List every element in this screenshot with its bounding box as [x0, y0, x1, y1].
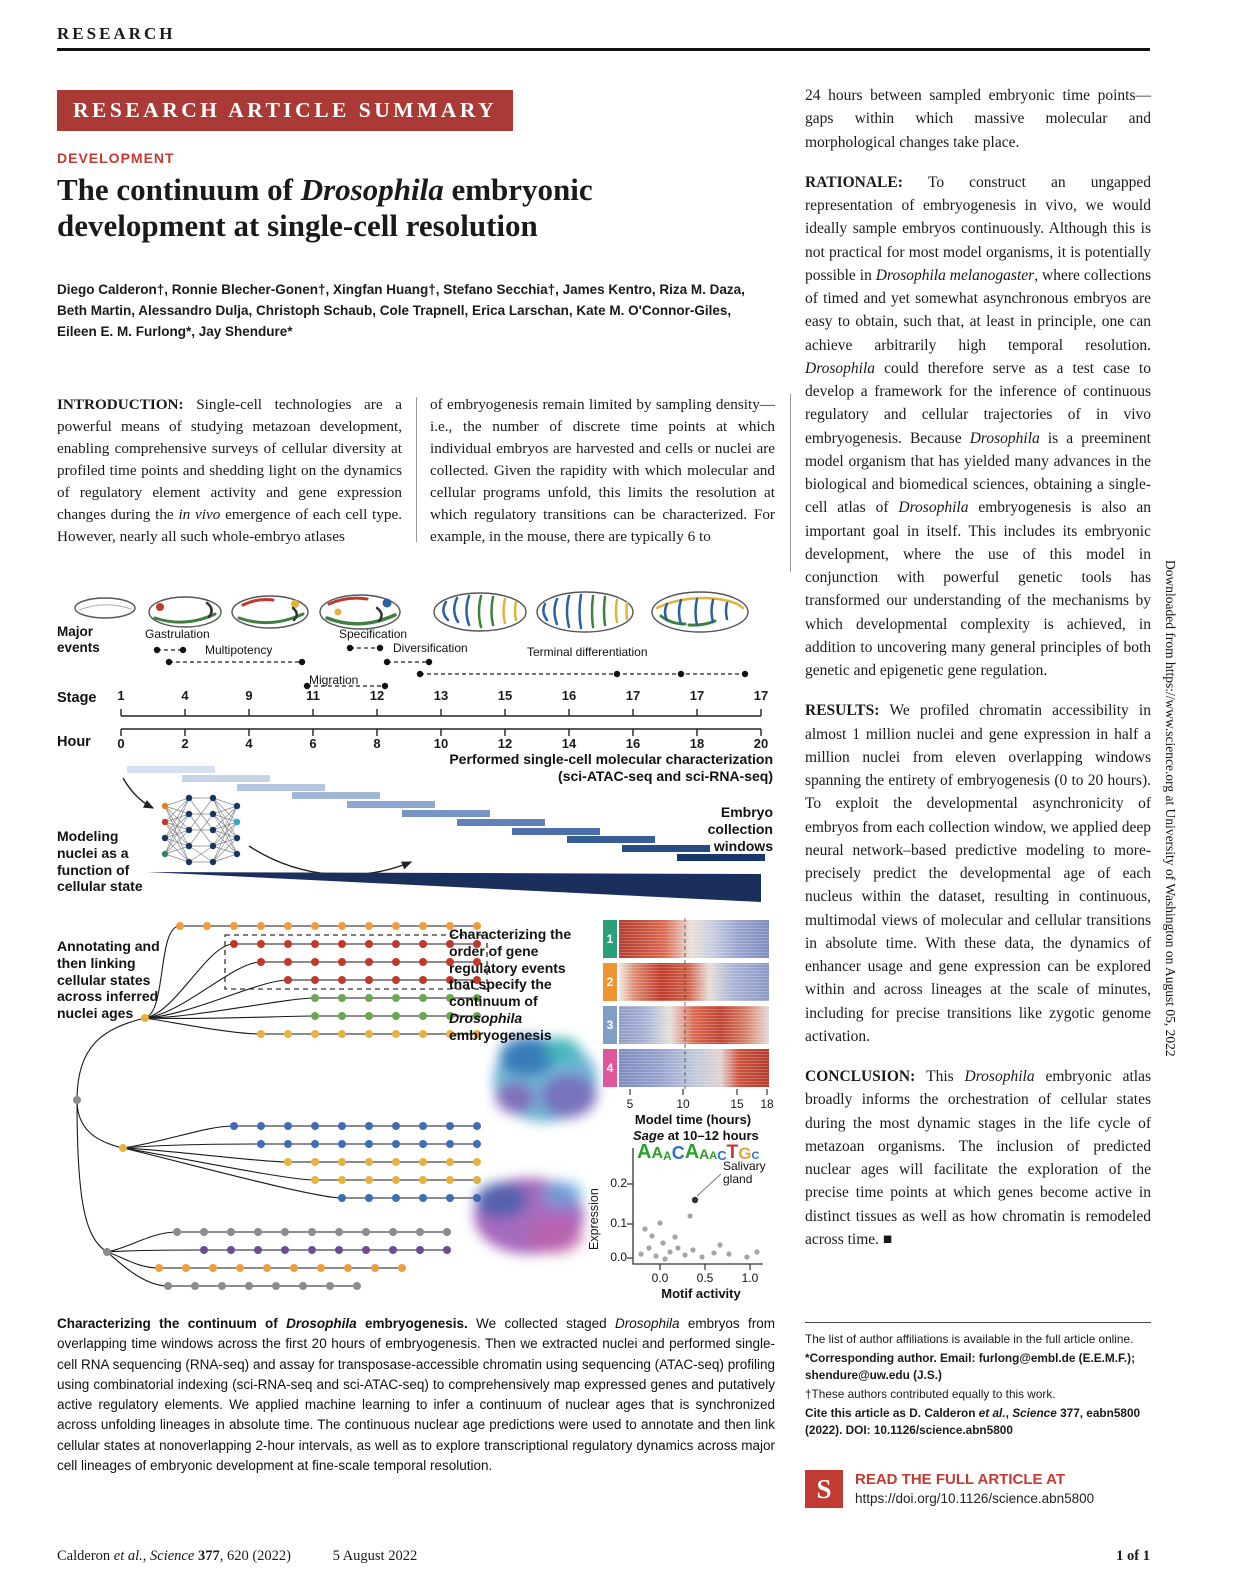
scatter-ytick-02: 0.2 [610, 1176, 627, 1190]
left-column: RESEARCH ARTICLE SUMMARY DEVELOPMENT The… [57, 78, 775, 1548]
affiliations-note: The list of author affiliations is avail… [805, 1332, 1134, 1346]
downloaded-notice: Downloaded from https://www.science.org … [1163, 560, 1178, 1057]
page-footer: Calderon et al., Science 377, 620 (2022)… [57, 1548, 1150, 1565]
author-list: Diego Calderon†, Ronnie Blecher-Gonen†, … [57, 282, 745, 339]
scatter-xtick-00: 0.0 [651, 1271, 669, 1285]
collection-windows-label: Embryo collection windows [707, 804, 773, 854]
lineage-tree [73, 922, 488, 1290]
corresponding-author-note: *Corresponding author. Email: furlong@em… [805, 1351, 1136, 1383]
footer-citation-text: Calderon et al., Science 377, 620 (2022) [57, 1548, 291, 1564]
annotating-label: Annotating and then linking cellular sta… [57, 938, 160, 1022]
article-title: The continuum of Drosophila embryonic de… [57, 172, 593, 243]
article-type-banner: RESEARCH ARTICLE SUMMARY [57, 90, 514, 131]
page-number: 1 of 1 [1116, 1548, 1150, 1564]
major-events-label: Major events [57, 624, 100, 656]
event-diversification: Diversification [393, 641, 468, 655]
event-terminal-differentiation: Terminal differentiation [527, 645, 648, 659]
events-timeline [153, 644, 749, 690]
scatter-xtick-10: 1.0 [741, 1271, 759, 1285]
figure-illustration [73, 591, 769, 1308]
heatmap-xtick-10: 10 [676, 1097, 690, 1111]
heatmap-xaxis-label: Model time (hours) [634, 1112, 752, 1127]
intro-columns: INTRODUCTION: Single-cell technologies a… [57, 394, 775, 548]
event-gastrulation: Gastrulation [145, 627, 210, 641]
scatter-ytick-00: 0.0 [610, 1250, 627, 1264]
heatmap-xtick-18: 18 [760, 1097, 774, 1111]
section-tag: DEVELOPMENT [57, 150, 175, 166]
journal-kicker: RESEARCH [57, 24, 176, 43]
heatmap-row-4-label: 4 [606, 1061, 614, 1075]
heatmap-row-2-label: 2 [606, 975, 614, 989]
event-specification: Specification [339, 627, 408, 641]
scatter-xlabel: Motif activity [661, 1286, 741, 1301]
equal-contribution-note: †These authors contributed equally to th… [805, 1387, 1056, 1402]
selection-dashed-box [224, 934, 488, 990]
heatmap-xtick-15: 15 [730, 1097, 744, 1111]
scatter-ytick-01: 0.1 [610, 1216, 627, 1230]
scatter-plot [627, 1148, 763, 1270]
umap-clusters [474, 1036, 597, 1254]
time-wedge [147, 872, 761, 902]
top-rule [57, 48, 1150, 51]
stage-hour-axes [120, 709, 762, 736]
right-column: 24 hours between sampled embryonic time … [805, 84, 1151, 1268]
stage-axis-label: Stage [57, 690, 97, 706]
hour-axis-label: Hour [57, 734, 91, 750]
salivary-gland-point [691, 1196, 699, 1204]
footer-citation: Calderon et al., Science 377, 620 (2022)… [57, 1548, 417, 1565]
salivary-gland-callout: Salivary gland [723, 1159, 766, 1187]
column-divider-right [790, 394, 791, 572]
footnote-rule [805, 1322, 1151, 1323]
modeling-label: Modeling nuclei as a function of cellula… [57, 828, 143, 895]
event-multipotency: Multipotency [205, 643, 273, 657]
heatmap-row-3-label: 3 [606, 1018, 614, 1032]
footer-date: 5 August 2022 [332, 1548, 418, 1564]
paragraph-rationale: RATIONALE: To construct an ungapped repr… [805, 173, 1152, 679]
heatmap-xtick-5: 5 [626, 1097, 634, 1111]
read-full-article-link[interactable]: https://doi.org/10.1126/science.abn5800 [855, 1491, 1095, 1506]
paragraph-continuation: 24 hours between sampled embryonic time … [805, 87, 1151, 151]
embryo-drawings [74, 591, 749, 633]
citation-note: Cite this article as D. Calderon et al.,… [805, 1406, 1141, 1438]
paragraph-conclusion: CONCLUSION: This Drosophila embryonic at… [805, 1068, 1151, 1248]
heatmap [603, 918, 769, 1095]
collection-window-bars [127, 766, 765, 861]
intro-paragraph-2: of embryogenesis remain limited by sampl… [430, 396, 775, 546]
footnotes: The list of author affiliations is avail… [805, 1331, 1151, 1442]
figure-caption: Characterizing the continuum of Drosophi… [57, 1316, 775, 1473]
intro-paragraph-1: INTRODUCTION: Single-cell technologies a… [57, 396, 403, 546]
column-divider [416, 397, 417, 543]
characterizing-label: Characterizing the order of gene regulat… [449, 926, 572, 1043]
motif-title: Sage at 10–12 hours [633, 1128, 759, 1143]
scatter-xtick-05: 0.5 [696, 1271, 714, 1285]
heatmap-row-1-label: 1 [606, 932, 614, 946]
summary-figure: Major events Gastrulation Multipotency S… [57, 588, 775, 1308]
read-full-article-box: S READ THE FULL ARTICLE AT https://doi.o… [805, 1470, 1151, 1514]
event-migration: Migration [309, 673, 359, 687]
performed-characterization-sub: (sci-ATAC-seq and sci-RNA-seq) [558, 768, 773, 784]
paragraph-results: RESULTS: We profiled chromatin accessibi… [805, 702, 1151, 1045]
read-full-article-title: READ THE FULL ARTICLE AT [855, 1471, 1065, 1488]
science-logo: S [805, 1470, 843, 1508]
performed-characterization-label: Performed single-cell molecular characte… [449, 751, 773, 767]
